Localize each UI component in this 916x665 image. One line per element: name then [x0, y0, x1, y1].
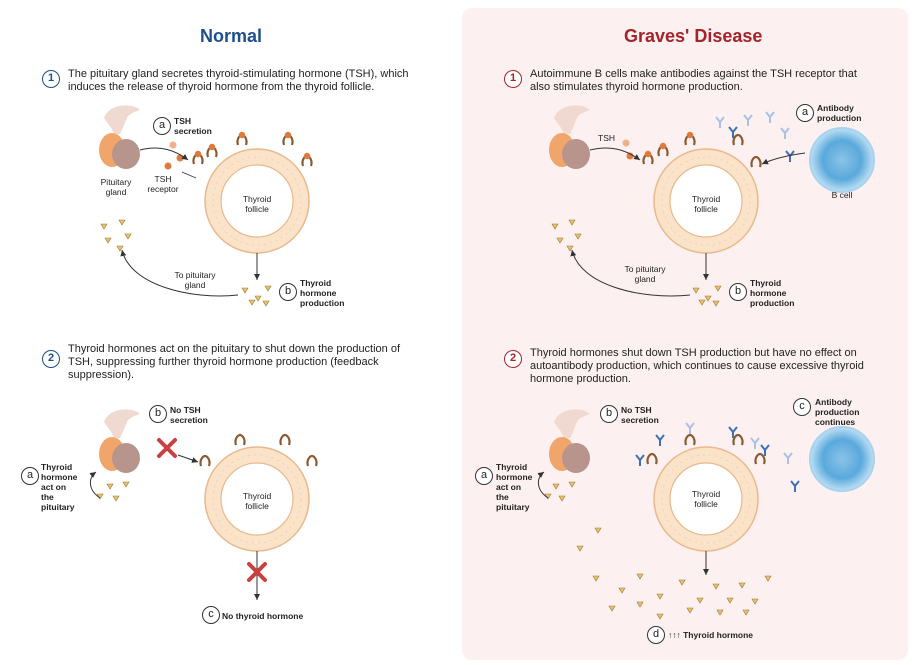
- graves-title: Graves' Disease: [624, 26, 763, 46]
- graves-panel-background: [462, 8, 908, 660]
- tsh-receptor-label: TSH receptor: [147, 174, 179, 194]
- normal-d2-b-marker: b: [149, 405, 167, 423]
- graves-step2-text: Thyroid hormones shut down TSH productio…: [530, 347, 864, 385]
- graves-to-pituitary-label: To pituitary gland: [624, 264, 666, 284]
- graves-thyroid-hormone-increase-label: ↑↑↑ Thyroid hormone: [668, 630, 753, 640]
- graves-d1-follicle-label: Thyroid follicle: [691, 194, 721, 214]
- no-thyroid-hormone-label: No thyroid hormone: [222, 611, 304, 621]
- graves-step2-number: 2: [504, 350, 522, 368]
- normal-d2-no-tsh-label: No TSH secretion: [170, 405, 208, 425]
- normal-d1-graphic: [99, 105, 313, 307]
- normal-d1-follicle-label: Thyroid follicle: [242, 194, 272, 214]
- graves-antibody-production-label: Antibody production: [817, 103, 862, 123]
- normal-d2-follicle-label: Thyroid follicle: [242, 491, 272, 511]
- graves-d1-graphic: [549, 105, 875, 307]
- graves-step1-number: 1: [504, 70, 522, 88]
- pituitary-gland-label: Pituitary gland: [100, 177, 132, 197]
- graves-antibody-continues-label: Antibody production continues: [815, 397, 860, 427]
- normal-to-pituitary-label: To pituitary gland: [174, 270, 216, 290]
- normal-d1-b-marker: b: [279, 283, 297, 301]
- graves-d1-a-marker: a: [796, 104, 814, 122]
- graves-bcell-label: B cell: [831, 190, 853, 200]
- graves-d2-a-marker: a: [475, 467, 493, 485]
- graves-d1-b-marker: b: [729, 283, 747, 301]
- normal-d2-a-marker: a: [21, 467, 39, 485]
- graves-d1-hormone-production-label: Thyroid hormone production: [750, 278, 795, 308]
- graves-step1-text: Autoimmune B cells make antibodies again…: [530, 68, 857, 93]
- graves-d2-b-marker: b: [600, 405, 618, 423]
- graves-tsh-label: TSH: [598, 133, 615, 143]
- normal-d2-act-label: Thyroid hormone act on the pituitary: [41, 462, 78, 512]
- graves-d2-c-marker: c: [793, 398, 811, 416]
- normal-step2-text: Thyroid hormones act on the pituitary to…: [68, 343, 401, 381]
- normal-d2-graphic: [89, 409, 318, 600]
- normal-title: Normal: [200, 26, 263, 46]
- normal-step1-number: 1: [42, 70, 60, 88]
- graves-d2-no-tsh-label: No TSH secretion: [621, 405, 659, 425]
- normal-d1-hormone-production-label: Thyroid hormone production: [300, 278, 345, 308]
- normal-d2-c-marker: c: [202, 606, 220, 624]
- normal-d1-a-marker: a: [153, 117, 171, 135]
- graves-d2-act-label: Thyroid hormone act on the pituitary: [496, 462, 533, 512]
- graves-d2-d-marker: d: [647, 626, 665, 644]
- normal-step2-number: 2: [42, 350, 60, 368]
- normal-d1-tsh-secretion-label: TSH secretion: [174, 116, 212, 136]
- graves-d2-graphic: [537, 409, 875, 620]
- graves-d2-follicle-label: Thyroid follicle: [691, 489, 721, 509]
- normal-step1-text: The pituitary gland secretes thyroid-sti…: [68, 68, 409, 93]
